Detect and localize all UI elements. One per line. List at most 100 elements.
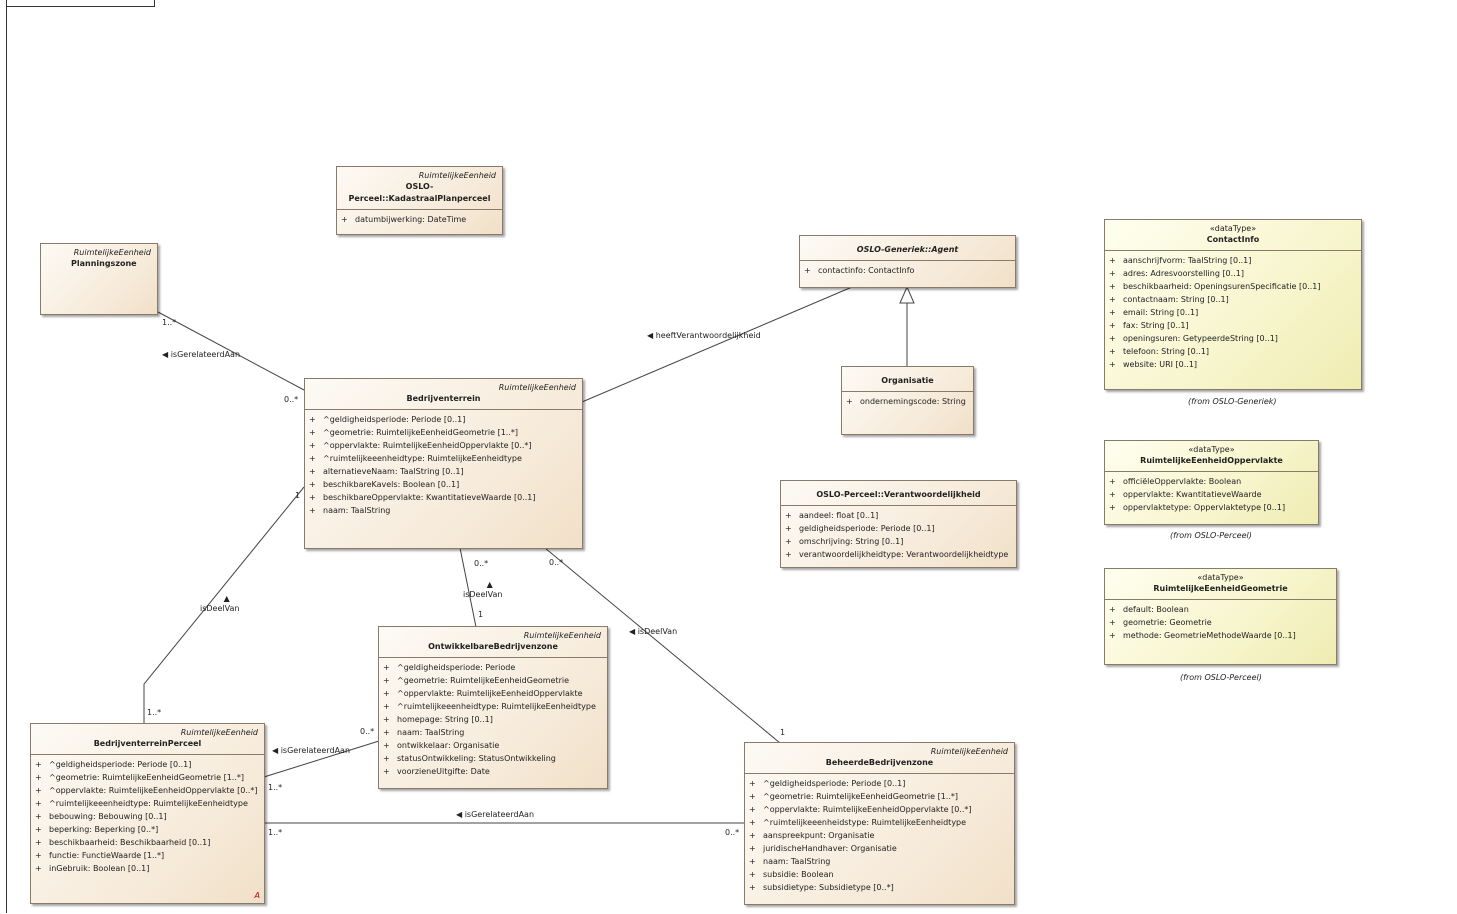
class-name: Organisatie [881,376,934,385]
attribute-row: +oppervlaktetype: Oppervlaktetype [0..1] [1109,501,1314,514]
attribute-list: +default: Boolean + geometrie: Geometrie + m… [1105,600,1336,645]
stereotype-label: «dataType» [1209,224,1257,233]
class-name: OSLO-Perceel::KadastraalPlanperceel [348,182,491,203]
attribute-text: oppervlakte: KwantitatieveWaarde [1123,490,1262,499]
attribute-text: geometrie: Geometrie [1123,618,1212,627]
stereotype-label: RuimtelijkeEenheid [930,747,1008,756]
direction-arrow-icon: ◀ [272,746,279,755]
class-bedrijventerrein[interactable]: RuimtelijkeEenheid Bedrijventerrein +^ge… [304,378,583,549]
edge-perceel-ontwikkelbare[interactable] [263,740,380,778]
stereotype-label: «dataType» [1197,573,1244,582]
attribute-row: +juridischeHandhaver: Organisatie [749,842,1010,855]
attribute-row: +inGebruik: Boolean [0..1] [35,862,260,875]
class-bedrijventerrein-perceel[interactable]: RuimtelijkeEenheid BedrijventerreinPerce… [30,723,265,904]
class-ontwikkelbare-bedrijvenzone[interactable]: RuimtelijkeEenheid OntwikkelbareBedrijve… [378,626,608,789]
visibility-marker: + [309,480,316,489]
visibility-marker: + [1109,334,1116,343]
class-verantwoordelijkheid[interactable]: OSLO-Perceel::Verantwoordelijkheid +aand… [780,480,1017,568]
visibility-marker: + [785,550,792,559]
visibility-marker: + [846,397,853,406]
attribute-row: + email: String [0..1] [1109,306,1357,319]
edge-bedrijventerrein-agent[interactable] [581,286,853,403]
class-beheerde-bedrijvenzone[interactable]: RuimtelijkeEenheid BeheerdeBedrijvenzone… [744,742,1015,905]
attribute-text: adres: Adresvoorstelling [0..1] [1123,269,1244,278]
class-name: BeheerdeBedrijvenzone [825,758,934,767]
attribute-row: +^oppervlakte: RuimtelijkeEenheidOppervl… [309,439,578,452]
attribute-row: +contactinfo: ContactInfo [804,264,1011,277]
visibility-marker: + [749,844,756,853]
edge-planningszone-bedrijventerrein[interactable] [157,311,305,391]
attribute-text: ^ruimtelijkeeenheidtype: RuimtelijkeEenh… [49,799,248,808]
visibility-marker: + [35,825,42,834]
attribute-row: +openingsuren: GetypeerdeString [0..1] [1109,332,1357,345]
visibility-marker: + [749,792,756,801]
edge-perceel-bedrijventerrein[interactable] [143,486,305,725]
datatype-contactinfo[interactable]: «dataType» ContactInfo +aanschrijfvorm: … [1104,219,1362,390]
attribute-text: voorzieneUitgifte: Date [397,767,490,776]
class-planningszone[interactable]: RuimtelijkeEenheid Planningszone [40,243,158,315]
attribute-row: +^geldigheidsperiode: Periode [0..1] [35,758,260,771]
attribute-row: +aandeel: float [0..1] [785,509,1012,522]
attribute-text: ^geldigheidsperiode: Periode [0..1] [763,779,906,788]
visibility-marker: + [1109,631,1116,640]
attribute-list: +^geldigheidsperiode: Periode [0..1]+^ge… [31,755,264,878]
visibility-marker: + [1109,308,1116,317]
attribute-row: + methode: GeometrieMethodeWaarde [0..1] [1109,629,1332,642]
attribute-text: telefoon: String [0..1] [1123,347,1210,356]
attribute-text: naam: TaalString [763,857,831,866]
attribute-text: aanspreekpunt: Organisatie [763,831,875,840]
attribute-row: +default: Boolean [1109,603,1332,616]
attribute-row: +^geometrie: RuimtelijkeEenheidGeometrie… [309,426,578,439]
datatype-ruimtelijke-eenheid-geometrie[interactable]: «dataType» RuimtelijkeEenheidGeometrie +… [1104,568,1337,665]
class-kadastraal-planperceel[interactable]: RuimtelijkeEenheid OSLO-Perceel::Kadastr… [336,166,503,235]
attribute-text: beschikbareKavels: Boolean [0..1] [323,480,460,489]
attribute-text: naam: TaalString [323,506,391,515]
visibility-marker: + [749,870,756,879]
attribute-row: +oppervlakte: KwantitatieveWaarde [1109,488,1314,501]
attribute-text: verantwoordelijkheidtype: Verantwoordeli… [799,550,1009,559]
attribute-row: +voorzieneUitgifte: Date [383,765,603,778]
datatype-ruimtelijke-eenheid-oppervlakte[interactable]: «dataType» RuimtelijkeEenheidOppervlakte… [1104,440,1319,525]
edge-ontwikkelbare-bedrijventerrein[interactable] [459,547,477,628]
class-name: OSLO-Generiek::Agent [856,245,959,254]
visibility-marker: + [1109,269,1116,278]
attribute-text: email: String [0..1] [1123,308,1199,317]
edge-beheerde-bedrijventerrein[interactable] [544,547,781,744]
class-agent[interactable]: OSLO-Generiek::Agent +contactinfo: Conta… [799,235,1016,288]
attribute-text: functie: FunctieWaarde [1..*] [49,851,165,860]
visibility-marker: + [383,676,390,685]
visibility-marker: + [309,454,316,463]
visibility-marker: + [785,524,792,533]
attribute-row: +omschrijving: String [0..1] [785,535,1012,548]
attribute-row: +geldigheidsperiode: Periode [0..1] [785,522,1012,535]
attribute-row: +homepage: String [0..1] [383,713,603,726]
attribute-row: +aanschrijfvorm: TaalString [0..1] [1109,254,1357,267]
class-organisatie[interactable]: Organisatie +ondernemingscode: String [841,366,974,435]
attribute-row: +ontwikkelaar: Organisatie [383,739,603,752]
class-name: ContactInfo [1206,235,1260,244]
attribute-row: + functie: FunctieWaarde [1..*] [35,849,260,862]
visibility-marker: + [35,799,42,808]
visibility-marker: + [309,493,316,502]
multiplicity: 0..* [549,558,564,567]
attribute-list: +^geldigheidsperiode: Periode [0..1]+^ge… [305,410,582,520]
attribute-text: ^oppervlakte: RuimtelijkeEenheidOppervla… [397,689,583,698]
attribute-text: methode: GeometrieMethodeWaarde [0..1] [1123,631,1296,640]
attribute-row: +datumbijwerking: DateTime [341,213,498,226]
diagram-frame-tab [6,0,155,7]
attribute-text: default: Boolean [1123,605,1189,614]
visibility-marker: + [35,851,42,860]
attribute-text: ^oppervlakte: RuimtelijkeEenheidOppervla… [49,786,258,795]
attribute-text: beperking: Beperking [0..*] [49,825,159,834]
attribute-row: +aanspreekpunt: Organisatie [749,829,1010,842]
visibility-marker: + [1109,618,1116,627]
visibility-marker: + [35,773,42,782]
visibility-marker: + [383,702,390,711]
class-name: OntwikkelbareBedrijvenzone [428,642,558,651]
attribute-text: ^oppervlakte: RuimtelijkeEenheidOppervla… [763,805,972,814]
attribute-row: +alternatieveNaam: TaalString [0..1] [309,465,578,478]
stereotype-label: RuimtelijkeEenheid [498,383,576,392]
attribute-row: +^ruimtelijkeeenheidstype: RuimtelijkeEe… [749,816,1010,829]
visibility-marker: + [35,838,42,847]
attribute-row: +subsidie: Boolean [749,868,1010,881]
